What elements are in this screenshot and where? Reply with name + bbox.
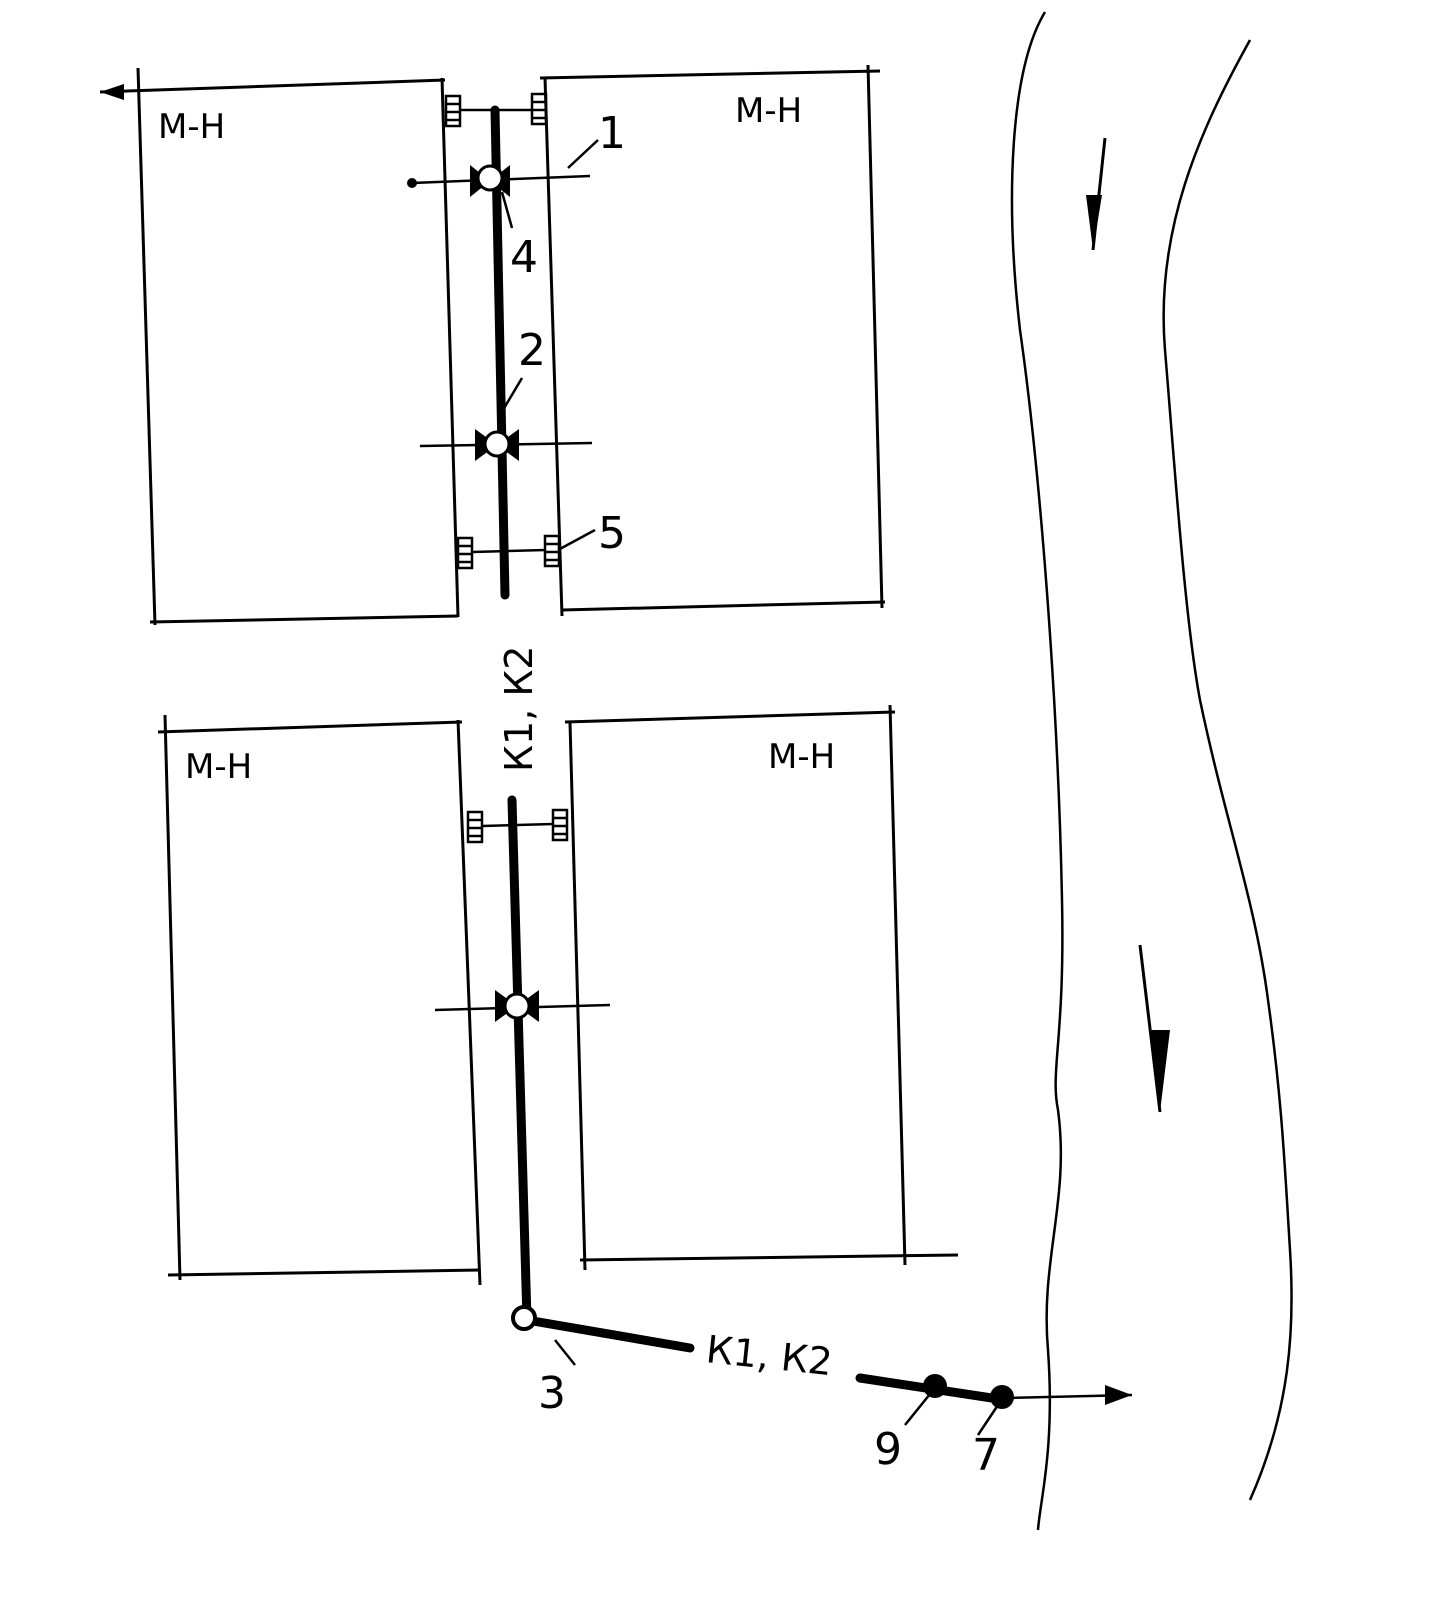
well-circle-lower (503, 992, 531, 1020)
grate-mid-1 (456, 536, 474, 570)
plot-label-bottom-right: М-Н (768, 737, 835, 777)
grate-low-1 (466, 810, 484, 844)
plot-top-right (539, 64, 886, 617)
valve-4 (470, 164, 510, 197)
river-bank-left (1010, 11, 1064, 1531)
callout-4: 4 (510, 232, 538, 283)
grate-top-1 (444, 94, 462, 128)
valve-2 (475, 429, 519, 461)
well-circle-4 (476, 164, 504, 192)
endpoint-dot (407, 178, 417, 188)
pipe-label-outlet: К1, К2 (704, 1327, 834, 1384)
pipe-label-vertical: К1, К2 (497, 646, 541, 772)
plot-label-top-right: М-Н (735, 91, 802, 131)
well-circle-3 (511, 1305, 537, 1331)
plot-top-left (99, 67, 460, 626)
valve-lower (495, 990, 539, 1022)
callout-5: 5 (598, 508, 626, 559)
leader-lines (498, 139, 1000, 1436)
callout-6: 6 (874, 1421, 902, 1472)
callout-3: 3 (538, 1368, 566, 1419)
well-6 (923, 1374, 947, 1398)
well-7 (990, 1385, 1014, 1409)
river-banks (1010, 11, 1293, 1531)
callout-1: 1 (598, 108, 626, 159)
plot-bottom-left (157, 714, 482, 1286)
plot-label-top-left: М-Н (158, 107, 225, 147)
river-flow-arrow-top (1086, 137, 1107, 251)
river-bank-right (1162, 39, 1293, 1501)
grate-mid-2 (543, 534, 561, 568)
well-circle-2 (483, 430, 511, 458)
plot-bottom-right (564, 704, 959, 1271)
callout-7: 7 (972, 1430, 1000, 1481)
outfall-arrow (1004, 1385, 1133, 1405)
grate-top-2 (530, 92, 548, 126)
grate-low-2 (551, 808, 569, 842)
plot-label-bottom-left: М-Н (185, 747, 252, 787)
river-flow-arrow-bottom (1138, 944, 1170, 1113)
callout-2: 2 (518, 325, 546, 376)
